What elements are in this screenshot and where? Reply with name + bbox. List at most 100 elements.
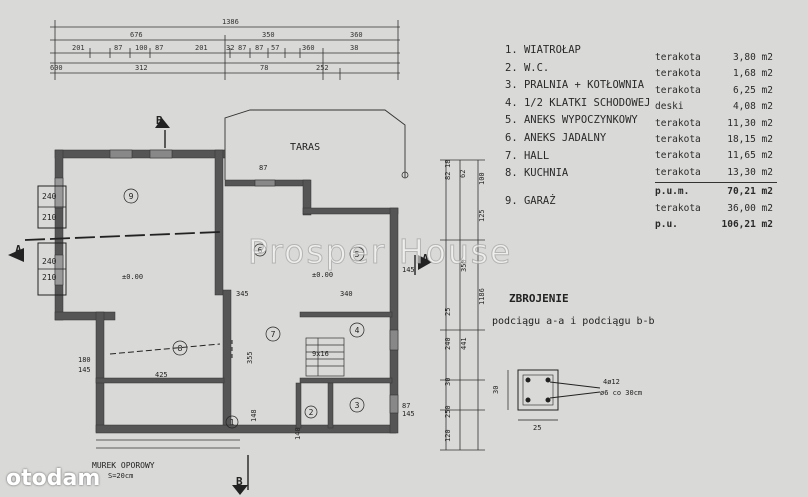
dim-87b: 87 bbox=[155, 44, 163, 52]
retaining-wall-thickness: S=20cm bbox=[108, 472, 133, 480]
area-material: terakota bbox=[655, 166, 701, 178]
dim-87d: 87 bbox=[255, 44, 263, 52]
pu-label: p.u. bbox=[655, 219, 678, 231]
dim-32: 32 bbox=[226, 44, 234, 52]
room-5-number: 5 bbox=[355, 250, 360, 259]
area-row: terakota 13,30 m2 bbox=[655, 165, 773, 181]
watermark: Prosper House bbox=[247, 232, 513, 272]
room-6-number: 6 bbox=[258, 246, 263, 255]
dim-360a: 360 bbox=[350, 31, 363, 39]
living-level: ±0.00 bbox=[312, 271, 333, 279]
garage-material: terakota bbox=[655, 202, 701, 214]
dim-201b: 201 bbox=[195, 44, 208, 52]
rdim-250: 250 bbox=[444, 405, 452, 418]
area-value: 11,65 m2 bbox=[727, 150, 773, 162]
area-value: 4,08 m2 bbox=[732, 101, 773, 113]
pu-row: p.u.106,21 m2 bbox=[655, 217, 773, 233]
area-value: 6,25 m2 bbox=[732, 84, 773, 96]
area-material: terakota bbox=[655, 68, 701, 80]
terrace-label: TARAS bbox=[290, 142, 320, 153]
room-item: 5. ANEKS WYPOCZYNKOWY bbox=[505, 114, 638, 127]
section-lines bbox=[24, 130, 416, 490]
rdim-25: 25 bbox=[444, 308, 452, 316]
room-7-number: 7 bbox=[271, 330, 276, 339]
dim-140: 140 bbox=[294, 427, 302, 440]
garage-value: 36,00 m2 bbox=[727, 202, 773, 214]
area-row: terakota 1,68 m2 bbox=[655, 66, 773, 82]
garage-door-2-height: 210 bbox=[42, 273, 57, 282]
garage-door-1-height: 210 bbox=[42, 213, 57, 222]
room-4-number: 4 bbox=[355, 326, 360, 335]
section-b-label-bottom: B bbox=[236, 475, 243, 488]
room-8-marker bbox=[172, 340, 188, 356]
rdim-441: 441 bbox=[460, 337, 468, 350]
dim-145c: 145 bbox=[78, 366, 91, 374]
room-item: 9. GARAŻ bbox=[505, 194, 556, 207]
dim-676: 676 bbox=[130, 31, 143, 39]
stairs bbox=[305, 337, 345, 377]
rdim-62: 62 bbox=[459, 170, 467, 178]
room-3-marker bbox=[349, 397, 365, 413]
rdim-125: 125 bbox=[478, 209, 486, 222]
dim-201a: 201 bbox=[72, 44, 85, 52]
dim-355: 355 bbox=[246, 351, 254, 364]
dim-425: 425 bbox=[155, 371, 168, 379]
rdim-100: 100 bbox=[478, 172, 486, 185]
area-value: 1,68 m2 bbox=[732, 68, 773, 80]
rdim-18a: 18 bbox=[444, 160, 452, 168]
area-row: terakota 11,65 m2 bbox=[655, 148, 773, 164]
section-height: 30 bbox=[492, 386, 500, 394]
zbrojenie-title: ZBROJENIE bbox=[509, 292, 569, 305]
pum-label: p.u.m. bbox=[655, 186, 690, 198]
room-9-number: 9 bbox=[129, 192, 134, 201]
room-7-marker bbox=[265, 326, 281, 342]
section-a-arrow-left bbox=[8, 248, 24, 262]
room-4-marker bbox=[349, 322, 365, 338]
section-width: 25 bbox=[533, 424, 541, 432]
area-material: terakota bbox=[655, 52, 701, 63]
rebar-label: 4ø12 bbox=[603, 378, 620, 386]
window-marks bbox=[54, 149, 399, 414]
dim-87a: 87 bbox=[114, 44, 122, 52]
section-a-label-left: A bbox=[15, 243, 22, 256]
garage-door-2-width: 240 bbox=[42, 257, 57, 266]
beam-section bbox=[507, 369, 601, 421]
room-item: 4. 1/2 KLATKI SCHODOWEJ bbox=[505, 96, 651, 109]
section-a-arrow-right bbox=[418, 255, 432, 270]
dim-148: 148 bbox=[250, 409, 258, 422]
top-dimension-chains bbox=[50, 20, 400, 80]
room-item: 8. KUCHNIA bbox=[505, 167, 569, 180]
room-9-marker bbox=[123, 188, 139, 204]
rdim-240: 240 bbox=[444, 337, 452, 350]
dim-145b: 145 bbox=[402, 410, 415, 418]
rdim-120: 120 bbox=[444, 429, 452, 442]
area-material: terakota bbox=[655, 150, 701, 162]
room-item: 2. W.C. bbox=[505, 61, 550, 74]
room-5-marker bbox=[349, 246, 365, 262]
dim-87e: 57 bbox=[271, 44, 279, 52]
dim-350: 350 bbox=[262, 31, 275, 39]
dim-360b: 38 bbox=[350, 44, 358, 52]
zbrojenie-subtitle: podciągu a-a i podciągu b-b bbox=[492, 316, 655, 327]
room-8-number: 8 bbox=[178, 344, 183, 353]
rdim-1186: 1186 bbox=[478, 288, 486, 305]
dim-78: 252 bbox=[316, 64, 329, 72]
room-6-marker bbox=[253, 243, 267, 257]
dim-57: 360 bbox=[302, 44, 315, 52]
stirrup-label: ø6 co 30cm bbox=[600, 389, 642, 397]
section-b-label-top: B bbox=[156, 114, 163, 127]
area-material: terakota bbox=[655, 134, 701, 146]
pum-value: 70,21 m2 bbox=[727, 186, 773, 198]
area-value: 13,30 m2 bbox=[727, 166, 773, 178]
dim-87c: 87 bbox=[238, 44, 246, 52]
dim-87-right: 87 bbox=[402, 402, 410, 410]
dim-total: 1386 bbox=[222, 18, 239, 26]
right-dimension-chains bbox=[440, 159, 485, 451]
room-1-number: 1 bbox=[230, 418, 235, 427]
